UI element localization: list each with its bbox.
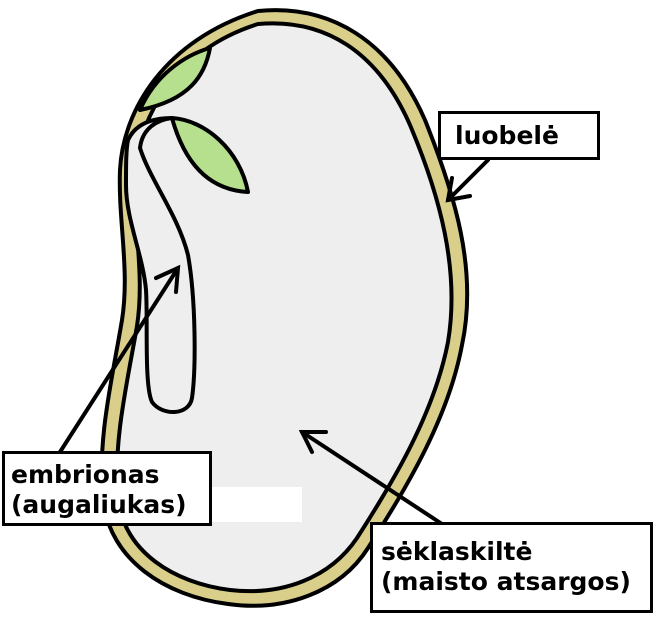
arrow-seed-coat xyxy=(448,160,488,200)
label-embryo: embrionas (augaliukas) xyxy=(2,451,212,526)
label-seed-coat-text: luobelė xyxy=(455,121,597,151)
label-seed-coat: luobelė xyxy=(438,111,600,160)
label-cotyledon-line1: sėklaskiltė xyxy=(381,537,650,567)
blank-patch xyxy=(212,487,302,522)
label-cotyledon-line2: (maisto atsargos) xyxy=(381,567,650,597)
label-embryo-line2: (augaliukas) xyxy=(11,490,209,520)
label-embryo-line1: embrionas xyxy=(11,460,209,490)
label-cotyledon: sėklaskiltė (maisto atsargos) xyxy=(370,522,653,613)
